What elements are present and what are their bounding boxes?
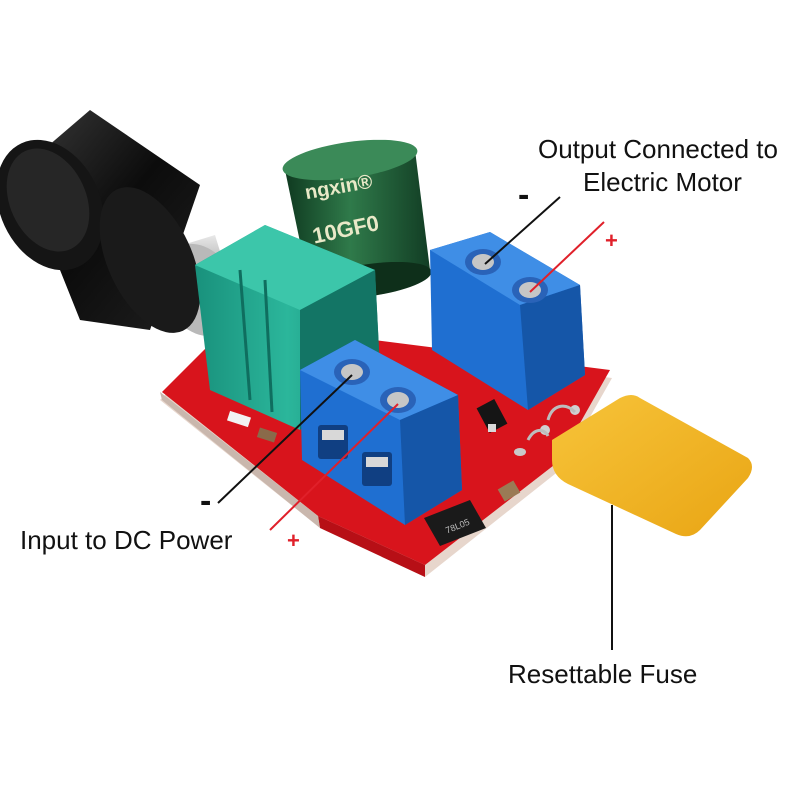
fuse-label: Resettable Fuse — [508, 659, 698, 689]
input-positive-sign: + — [287, 528, 300, 553]
output-label-line2: Electric Motor — [583, 167, 742, 197]
output-positive-leader — [529, 221, 605, 293]
output-negative-sign: - — [518, 176, 530, 214]
input-terminal-block — [300, 340, 462, 525]
output-positive-sign: + — [605, 228, 618, 253]
output-label-line1: Output Connected to — [538, 134, 778, 164]
regulator-chip: 78L05 — [424, 500, 486, 546]
input-negative-leader — [217, 374, 353, 504]
resettable-fuse — [526, 395, 752, 537]
input-label: Input to DC Power — [20, 525, 233, 555]
leader-lines — [217, 196, 613, 650]
input-negative-sign: - — [200, 482, 212, 520]
input-positive-leader — [269, 403, 399, 531]
output-negative-leader — [484, 196, 561, 265]
